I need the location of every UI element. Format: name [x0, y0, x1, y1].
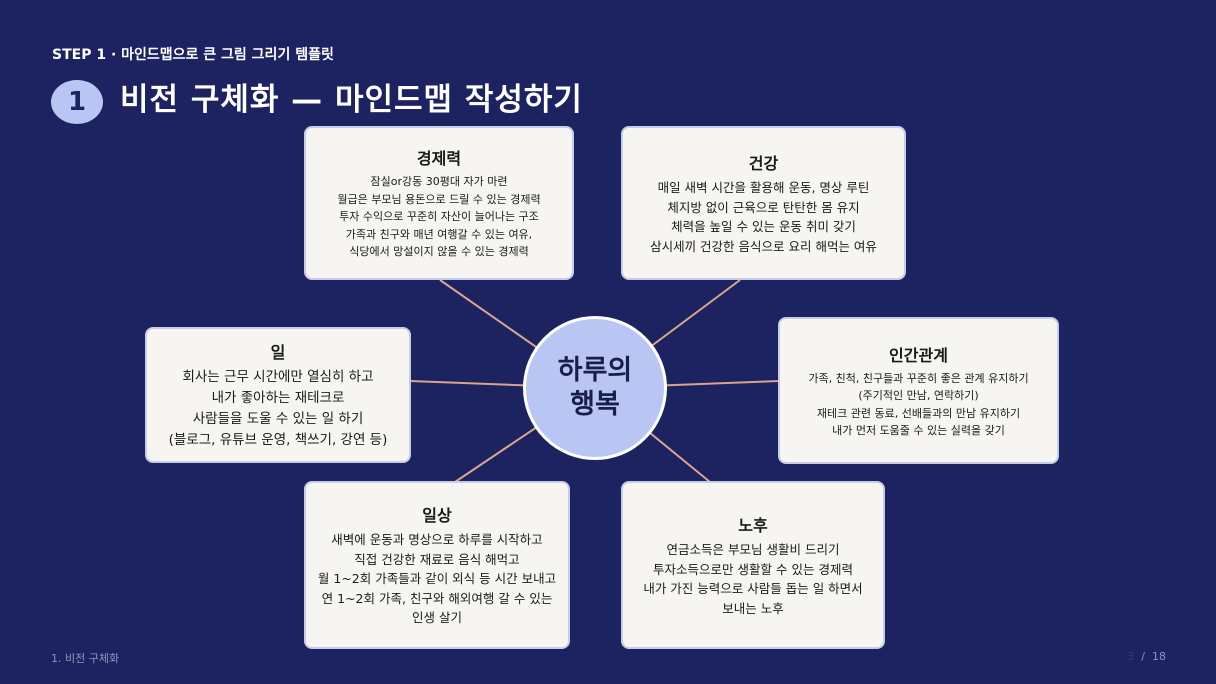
card-health: 건강 매일 새벽 시간을 활용해 운동, 명상 루틴 체지방 없이 근육으로 탄…	[621, 126, 906, 280]
card-economy-line: 잠실or강동 30평대 자가 마련	[370, 175, 508, 189]
card-daily-line: 인생 살기	[412, 610, 462, 626]
card-health-line: 매일 새벽 시간을 활용해 운동, 명상 루틴	[657, 180, 870, 195]
card-retirement-title: 노후	[738, 516, 768, 535]
card-relationships-line: 가족, 친척, 친구들과 꾸준히 좋은 관계 유지하기	[808, 371, 1029, 385]
card-health-line: 체지방 없이 근육으로 탄탄한 몸 유지	[667, 199, 860, 215]
step-label: STEP 1 · 마인드맵으로 큰 그림 그리기 템플릿	[52, 47, 334, 63]
page-current: 3	[1127, 650, 1135, 663]
card-work-line: 내가 좋아하는 재테크로	[211, 390, 345, 406]
card-relationships-line: (주기적인 만남, 연락하기)	[858, 389, 979, 402]
card-retirement-lines: 연금소득은 부모님 생활비 드리기 투자소득으로만 생활할 수 있는 경제력 내…	[643, 540, 862, 618]
card-relationships-line: 내가 먼저 도움줄 수 있는 실력을 갖기	[832, 424, 1005, 437]
card-economy-line: 투자 수익으로 꾸준히 자산이 늘어나는 구조	[339, 210, 539, 224]
card-retirement: 노후 연금소득은 부모님 생활비 드리기 투자소득으로만 생활할 수 있는 경제…	[621, 481, 885, 649]
mindmap-center-node: 하루의 행복	[523, 316, 667, 460]
card-work-lines: 회사는 근무 시간에만 열심히 하고 내가 좋아하는 재테크로 사람들을 도울 …	[169, 367, 388, 451]
page-separator: /	[1141, 650, 1145, 663]
card-daily: 일상 새벽에 운동과 명상으로 하루를 시작하고 직접 건강한 재료로 음식 해…	[304, 481, 570, 649]
section-number-badge: 1	[51, 80, 103, 124]
card-work-line: 사람들을 도울 수 있는 일 하기	[192, 411, 364, 427]
card-economy-line: 가족과 친구와 매년 여행갈 수 있는 여유,	[345, 227, 533, 241]
card-relationships-title: 인간관계	[889, 345, 948, 365]
card-relationships: 인간관계 가족, 친척, 친구들과 꾸준히 좋은 관계 유지하기 (주기적인 만…	[778, 317, 1059, 464]
card-economy-lines: 잠실or강동 30평대 자가 마련 월급은 부모님 용돈으로 드릴 수 있는 경…	[337, 173, 540, 261]
card-health-line: 삼시세끼 건강한 음식으로 요리 해먹는 여유	[650, 238, 877, 254]
card-work-title: 일	[270, 343, 286, 362]
card-daily-line: 월 1~2회 가족들과 같이 외식 등 시간 보내고	[317, 571, 557, 587]
center-label: 하루의 행복	[557, 355, 633, 420]
card-health-line: 체력을 높일 수 있는 운동 취미 갖기	[671, 219, 856, 234]
card-economy-title: 경제력	[416, 149, 462, 169]
card-economy-line: 식당에서 망설이지 않을 수 있는 경제력	[349, 245, 529, 259]
page-total: 18	[1152, 650, 1166, 663]
card-economy: 경제력 잠실or강동 30평대 자가 마련 월급은 부모님 용돈으로 드릴 수 …	[304, 126, 574, 280]
card-daily-title: 일상	[422, 506, 452, 526]
card-economy-line: 월급은 부모님 용돈으로 드릴 수 있는 경제력	[337, 192, 541, 206]
card-work-line: 회사는 근무 시간에만 열심히 하고	[182, 369, 374, 385]
footer-section-label: 1. 비전 구체화	[51, 652, 120, 665]
page-title: 비전 구체화 — 마인드맵 작성하기	[120, 82, 583, 118]
card-work-line: (블로그, 유튜브 운영, 책쓰기, 강연 등)	[168, 432, 388, 448]
card-retirement-line: 보내는 노후	[722, 600, 784, 616]
card-daily-line: 연 1~2회 가족, 친구와 해외여행 갈 수 있는	[321, 590, 553, 606]
card-retirement-line: 내가 가진 능력으로 사람들 돕는 일 하면서	[643, 581, 863, 596]
card-work: 일 회사는 근무 시간에만 열심히 하고 내가 좋아하는 재테크로 사람들을 도…	[145, 327, 411, 463]
card-relationships-lines: 가족, 친척, 친구들과 꾸준히 좋은 관계 유지하기 (주기적인 만남, 연락…	[808, 370, 1028, 440]
card-health-lines: 매일 새벽 시간을 활용해 운동, 명상 루틴 체지방 없이 근육으로 탄탄한 …	[650, 178, 877, 256]
page-indicator: 3 / 18	[1127, 650, 1166, 663]
card-retirement-line: 연금소득은 부모님 생활비 드리기	[666, 542, 840, 557]
card-daily-lines: 새벽에 운동과 명상으로 하루를 시작하고 직접 건강한 재료로 음식 해먹고 …	[318, 530, 556, 628]
card-retirement-line: 투자소득으로만 생활할 수 있는 경제력	[653, 561, 853, 577]
card-daily-line: 새벽에 운동과 명상으로 하루를 시작하고	[331, 532, 543, 548]
card-relationships-line: 재테크 관련 동료, 선배들과의 만남 유지하기	[816, 406, 1021, 420]
card-daily-line: 직접 건강한 재료로 음식 해먹고	[354, 551, 520, 567]
card-health-title: 건강	[748, 154, 779, 173]
